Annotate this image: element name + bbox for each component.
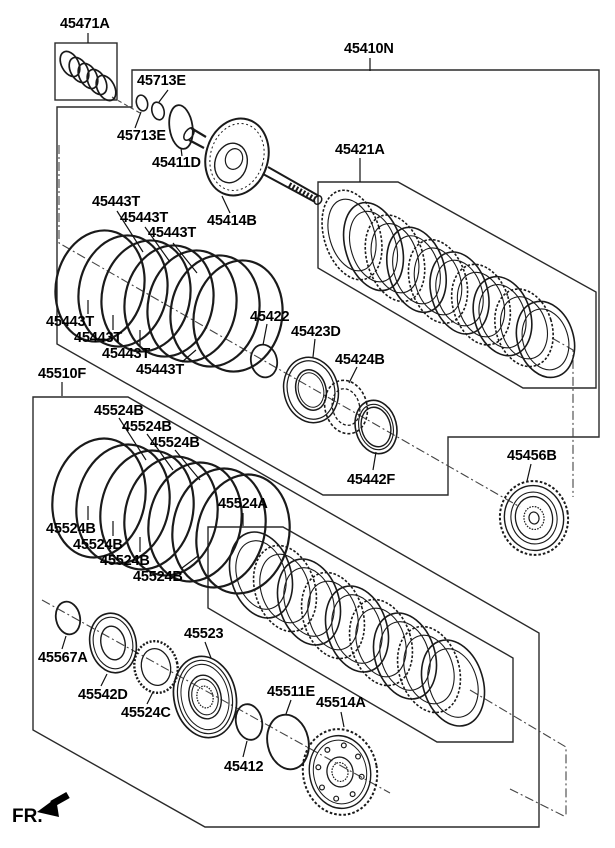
callout-45524b-7: 45524B [133, 569, 183, 585]
callout-45442f: 45442F [347, 472, 395, 488]
callout-45443t-1: 45443T [92, 194, 140, 210]
shaft-spline [287, 182, 316, 202]
callout-45524b-4: 45524B [46, 521, 96, 537]
callout-45524a: 45524A [218, 496, 268, 512]
generated-parts [51, 94, 576, 816]
hub-45514A [301, 728, 379, 816]
wave-spring-45524C [133, 639, 179, 695]
piston-45523 [172, 655, 238, 739]
coil-spring-45471A [59, 50, 117, 102]
lower-pack-axis [469, 689, 567, 817]
box-45471A [54, 42, 118, 101]
retainer-45542D [88, 612, 138, 674]
callout-45510f: 45510F [38, 366, 86, 382]
callout-45411d: 45411D [152, 155, 201, 171]
callout-45443t-7: 45443T [136, 362, 184, 378]
callout-45713e-2: 45713E [117, 128, 166, 144]
callout-45567a: 45567A [38, 650, 88, 666]
d-ring-45511E [266, 713, 310, 771]
hub-gear-45456B [498, 480, 570, 556]
callout-45412: 45412 [224, 759, 264, 775]
lower-pack-axis-2 [509, 788, 567, 818]
lower-assembly-axis [41, 599, 391, 794]
callout-45410n: 45410N [344, 41, 394, 57]
callout-45471a: 45471A [60, 16, 110, 32]
callout-45524b-5: 45524B [73, 537, 123, 553]
box-45410N [56, 69, 600, 496]
fr-direction-label: FR. [12, 806, 43, 827]
callout-45443t-4: 45443T [46, 314, 94, 330]
callout-45422: 45422 [250, 309, 290, 325]
callout-45524b-3: 45524B [150, 435, 200, 451]
callout-45523: 45523 [184, 626, 224, 642]
callout-45524b-1: 45524B [94, 403, 144, 419]
box-45510F [32, 396, 540, 828]
callout-45456b: 45456B [507, 448, 557, 464]
snap-ring-45422 [249, 343, 279, 379]
input-shaft-drum-45414B [183, 117, 323, 206]
callout-45443t-2: 45443T [120, 210, 168, 226]
clutch-disc-pack-45524A [228, 531, 486, 727]
callout-45443t-6: 45443T [102, 346, 150, 362]
seal-ring-45713E-2 [150, 101, 166, 121]
seal-ring-45412 [234, 703, 264, 741]
callout-45421a: 45421A [335, 142, 385, 158]
callout-45514a: 45514A [316, 695, 366, 711]
callout-45542d: 45542D [78, 687, 128, 703]
clutch-disc-pack-45421A [321, 189, 576, 379]
upper-pack-axis [551, 337, 574, 497]
leader-dashed-45471A [111, 96, 141, 114]
box-45421A [317, 181, 597, 389]
washer-45442F [354, 399, 398, 455]
callout-45423d: 45423D [291, 324, 341, 340]
fr-direction-arrow-icon [37, 791, 70, 817]
o-ring-45411D [168, 104, 194, 150]
callout-45443t-5: 45443T [74, 330, 122, 346]
callout-45524c: 45524C [121, 705, 171, 721]
assembly-boxes [32, 42, 600, 828]
callout-45414b: 45414B [207, 213, 257, 229]
callout-45511e: 45511E [267, 684, 315, 700]
callout-45424b: 45424B [335, 352, 385, 368]
box-45524A [207, 526, 514, 743]
snap-ring-45567A [54, 600, 82, 636]
snap-ring-set-45443T [54, 229, 284, 373]
hub-45514A-bolt-holes [315, 742, 365, 802]
callout-45524b-2: 45524B [122, 419, 172, 435]
callout-leader-lines [61, 33, 532, 758]
seal-ring-45713E-1 [135, 94, 149, 112]
snap-ring-set-45524B [51, 437, 291, 595]
callout-45443t-3: 45443T [148, 225, 196, 241]
callout-45524b-6: 45524B [100, 553, 150, 569]
callout-45713e-1: 45713E [137, 73, 186, 89]
